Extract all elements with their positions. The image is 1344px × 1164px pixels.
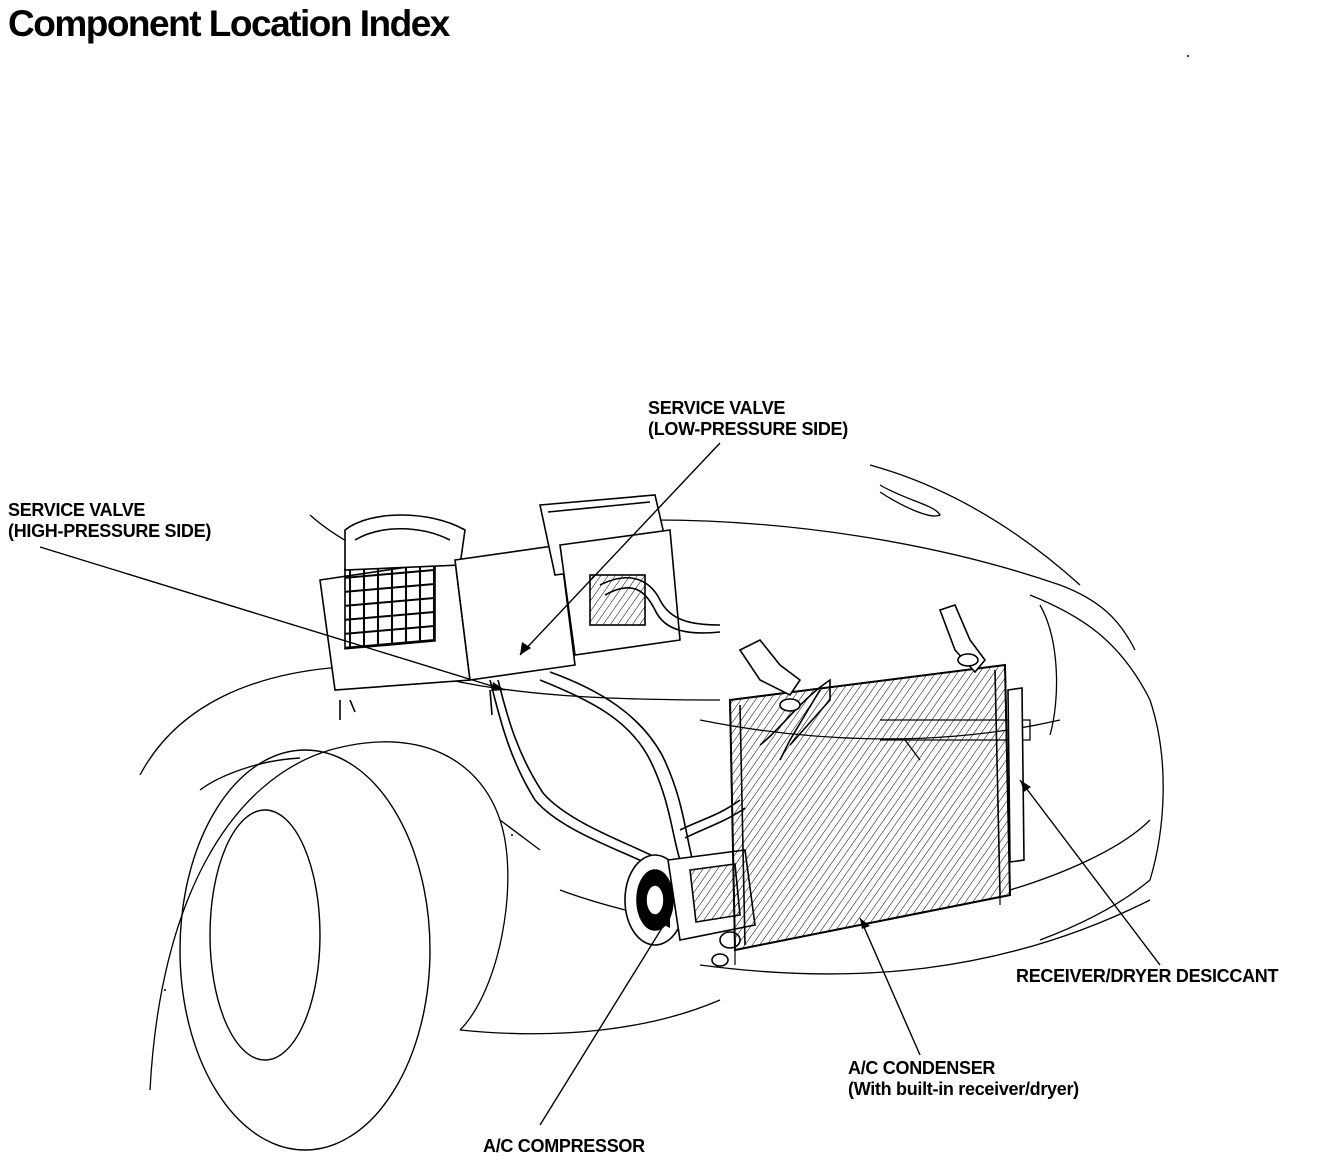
scan-mark [1187, 55, 1189, 57]
callout-low-line2: (LOW-PRESSURE SIDE) [648, 419, 848, 439]
page-title: Component Location Index [8, 3, 450, 44]
front-wheel [179, 749, 431, 1151]
ac-condenser [728, 604, 1025, 965]
callout-compressor: A/C COMPRESSOR [483, 1136, 645, 1157]
callout-high-line2: (HIGH-PRESSURE SIDE) [8, 521, 212, 541]
callout-condenser-line1: A/C CONDENSER [848, 1058, 996, 1078]
leader-receiver-dryer [1019, 779, 1161, 966]
callout-service-valve-low: SERVICE VALVE (LOW-PRESSURE SIDE) [648, 398, 848, 440]
scan-mark [164, 989, 166, 991]
callout-receiver-dryer: RECEIVER/DRYER DESICCANT [1016, 966, 1278, 987]
callout-service-valve-high: SERVICE VALVE (HIGH-PRESSURE SIDE) [8, 500, 211, 542]
leader-arrowheads [491, 642, 1031, 929]
leader-compressor [539, 914, 671, 1126]
callout-compressor-line1: A/C COMPRESSOR [483, 1136, 645, 1156]
leader-condenser [859, 917, 921, 1056]
callout-low-line1: SERVICE VALVE [648, 398, 786, 418]
leader-high-pressure [39, 546, 506, 691]
leader-lines [39, 442, 1161, 1126]
scan-mark [511, 834, 513, 836]
leader-low-pressure [519, 442, 721, 656]
callout-condenser: A/C CONDENSER (With built-in receiver/dr… [848, 1058, 1079, 1100]
callout-high-line1: SERVICE VALVE [8, 500, 146, 520]
callout-receiver-line1: RECEIVER/DRYER DESICCANT [1016, 966, 1279, 986]
evaporator-heater-unit [319, 494, 681, 720]
callout-condenser-line2: (With built-in receiver/dryer) [848, 1079, 1079, 1099]
